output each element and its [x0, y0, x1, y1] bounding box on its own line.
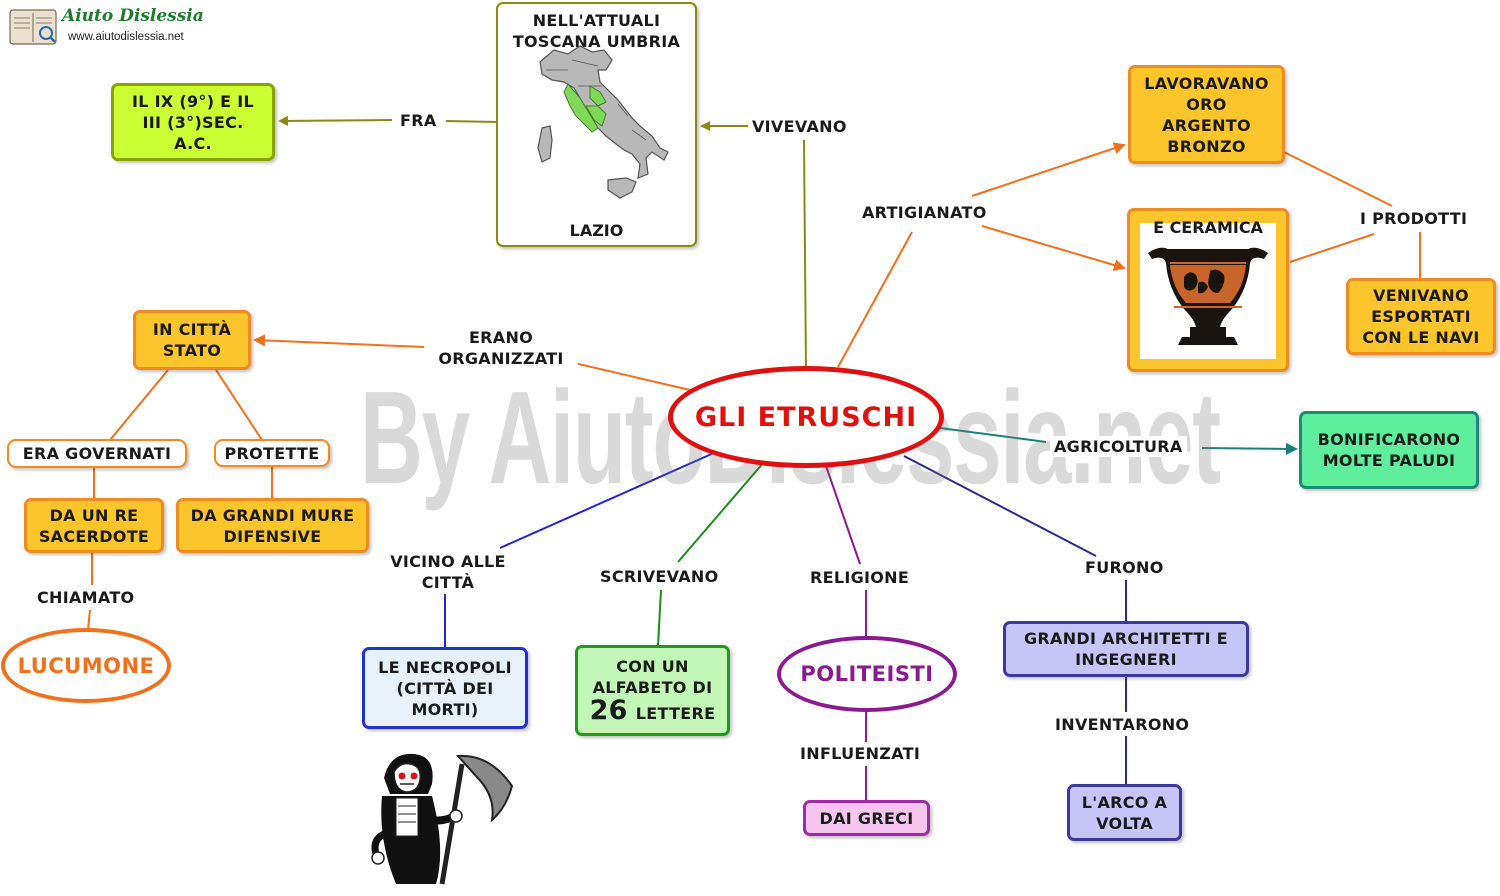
line-artigianato-ceramica	[981, 225, 1126, 271]
grim-reaper-icon	[371, 753, 514, 885]
node-lucumone[interactable]: LUCUMONE	[1, 628, 171, 703]
alfabeto-text: CON UN ALFABETO DI	[592, 656, 713, 697]
label-vicino: VICINO ALLE CITTÀ	[378, 551, 518, 593]
label-agricoltura: AGRICOLTURA	[1050, 436, 1187, 457]
ceramica-image	[1140, 223, 1276, 359]
logo-url: www.aiutodislessia.net	[68, 31, 184, 43]
lucumone-text: LUCUMONE	[17, 653, 155, 678]
greek-vase-icon	[1148, 247, 1268, 345]
line-center-scrivevano	[677, 461, 765, 563]
label-chiamato: CHIAMATO	[33, 587, 139, 608]
label-influenzati: INFLUENZATI	[796, 743, 925, 764]
label-scrivevano: SCRIVEVANO	[596, 566, 723, 587]
map-bottom-text: LAZIO	[569, 221, 624, 240]
label-erano: ERANO ORGANIZZATI	[424, 327, 578, 369]
node-protette[interactable]: PROTETTE	[214, 439, 330, 467]
node-metalli[interactable]: LAVORAVANO ORO ARGENTO BRONZO	[1128, 65, 1285, 164]
line-fra-period	[278, 115, 393, 126]
label-fra: FRA	[396, 110, 441, 131]
node-grandi-mure[interactable]: DA GRANDI MURE DIFENSIVE	[176, 498, 369, 553]
ceramica-label: E CERAMICA	[1153, 218, 1263, 237]
node-arco[interactable]: L'ARCO A VOLTA	[1067, 784, 1182, 841]
politeisti-text: POLITEISTI	[800, 662, 934, 686]
italy-map-icon	[537, 45, 669, 199]
node-paludi[interactable]: BONIFICARONO MOLTE PALUDI	[1299, 411, 1479, 489]
node-citta-stato[interactable]: IN CITTÀ STATO	[133, 310, 251, 370]
logo[interactable]: Aiuto Dislessia www.aiutodislessia.net	[8, 4, 204, 48]
line-scrivevano-alfabeto	[657, 589, 662, 647]
label-furono: FURONO	[1081, 557, 1168, 578]
center-title: GLI ETRUSCHI	[694, 401, 918, 433]
line-center-religione	[825, 465, 861, 565]
label-prodotti: I PRODOTTI	[1356, 208, 1472, 229]
book-logo-icon	[9, 9, 57, 45]
label-vivevano: VIVEVANO	[748, 116, 851, 137]
line-center-erano	[569, 361, 691, 391]
line-center-vicino	[499, 451, 717, 549]
line-citta-protette	[215, 369, 263, 441]
line-artigianato-metalli	[971, 142, 1126, 197]
node-necropoli[interactable]: LE NECROPOLI (CITTÀ DEI MORTI)	[362, 647, 528, 729]
line-erano-citta	[253, 334, 425, 348]
center-node[interactable]: GLI ETRUSCHI	[668, 366, 944, 468]
map-top-text: NELL'ATTUALI TOSCANA UMBRIA	[512, 11, 681, 51]
node-politeisti[interactable]: POLITEISTI	[777, 636, 957, 712]
node-alfabeto[interactable]: CON UN ALFABETO DI 26 LETTERE	[575, 645, 730, 736]
line-map-fra	[445, 120, 498, 123]
node-era-governati[interactable]: ERA GOVERNATI	[7, 439, 187, 468]
alfabeto-lettere: LETTERE	[635, 703, 716, 723]
logo-name: Aiuto Dislessia	[62, 6, 204, 26]
node-esportati[interactable]: VENIVANO ESPORTATI CON LE NAVI	[1346, 278, 1496, 355]
label-artigianato: ARTIGIANATO	[858, 202, 991, 223]
label-religione: RELIGIONE	[806, 567, 914, 588]
node-period[interactable]: IL IX (9°) E IL III (3°)SEC. A.C.	[111, 83, 275, 161]
line-center-vivevano	[803, 139, 807, 373]
line-ceramica-prodotti	[1289, 233, 1375, 263]
node-re-sacerdote[interactable]: DA UN RE SACERDOTE	[24, 498, 164, 553]
line-center-artigianato	[837, 231, 913, 368]
line-metalli-prodotti	[1283, 151, 1393, 207]
node-greci[interactable]: DAI GRECI	[803, 800, 930, 836]
line-center-furono	[903, 455, 1097, 557]
node-ceramica[interactable]: E CERAMICA	[1127, 208, 1289, 372]
alfabeto-count-row: 26 LETTERE	[589, 694, 716, 726]
label-inventarono: INVENTARONO	[1051, 714, 1194, 735]
node-architetti[interactable]: GRANDI ARCHITETTI E INGEGNERI	[1003, 621, 1249, 677]
line-citta-governati	[109, 369, 169, 441]
alfabeto-count: 26	[589, 694, 628, 726]
line-center-agricoltura	[939, 427, 1047, 443]
line-agricoltura-paludi	[1201, 442, 1298, 455]
line-chiamato-lucumone	[87, 609, 91, 631]
map-box: NELL'ATTUALI TOSCANA UMBRIA LAZIO	[496, 2, 697, 247]
